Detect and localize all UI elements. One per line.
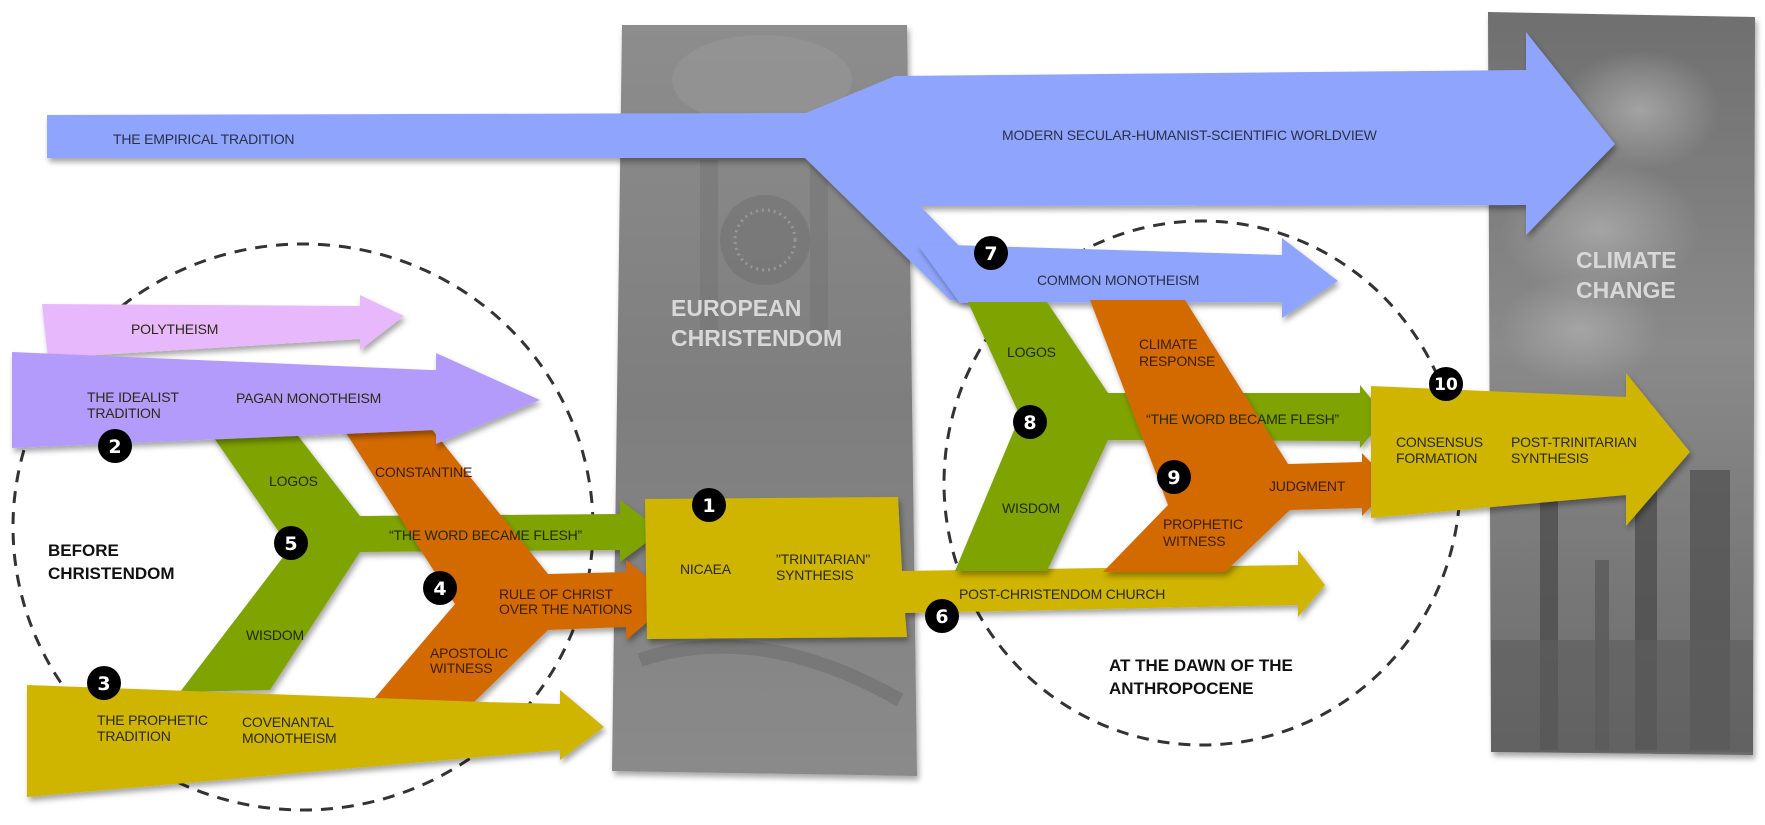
apostolic-witness-label-2: WITNESS: [430, 660, 492, 676]
svg-text:2: 2: [108, 436, 121, 458]
logos-right-label: LOGOS: [1007, 344, 1056, 360]
climate-change-title-1: CLIMATE: [1576, 247, 1677, 273]
nicaea-label: NICAEA: [680, 561, 732, 577]
polytheism-label: POLYTHEISM: [131, 321, 218, 337]
prophetic-tradition-label-2: TRADITION: [97, 728, 171, 744]
wisdom-left-label: WISDOM: [246, 627, 304, 643]
badge-2: 2: [98, 429, 132, 463]
badge-4: 4: [423, 571, 457, 605]
prophetic-witness-label-2: WITNESS: [1163, 533, 1225, 549]
constantine-apostolic-band: [343, 427, 675, 706]
idealist-tradition-label-1: THE IDEALIST: [87, 389, 179, 405]
prophetic-witness-label-1: PROPHETIC: [1163, 516, 1243, 532]
wisdom-right-label: WISDOM: [1002, 500, 1060, 516]
svg-text:10: 10: [1434, 375, 1458, 395]
word-became-flesh-left-label: “THE WORD BECAME FLESH”: [389, 527, 583, 543]
svg-text:3: 3: [97, 673, 110, 695]
word-became-flesh-right-label: “THE WORD BECAME FLESH”: [1146, 411, 1340, 427]
trinitarian-synthesis-label-1: "TRINITARIAN": [776, 551, 870, 567]
badge-6: 6: [925, 599, 959, 633]
climate-response-label-2: RESPONSE: [1139, 353, 1215, 369]
apostolic-witness-label-1: APOSTOLIC: [430, 645, 508, 661]
svg-text:9: 9: [1167, 467, 1180, 489]
badge-3: 3: [87, 666, 121, 700]
logos-wisdom-left-band: [180, 432, 662, 692]
pagan-monotheism-arrow: [12, 352, 540, 448]
judgment-label: JUDGMENT: [1269, 478, 1346, 494]
polytheism-arrow: [42, 295, 404, 358]
post-trinitarian-arrow: [1371, 373, 1690, 526]
svg-text:1: 1: [702, 495, 715, 517]
badge-7: 7: [974, 236, 1008, 270]
nicaea-block: [645, 497, 1325, 639]
badge-5: 5: [274, 526, 308, 560]
post-trinitarian-synthesis-label-2: SYNTHESIS: [1511, 450, 1589, 466]
badge-9: 9: [1157, 460, 1191, 494]
svg-text:8: 8: [1023, 412, 1036, 434]
european-christendom-title-1: EUROPEAN: [671, 295, 801, 321]
modern-worldview-label: MODERN SECULAR-HUMANIST-SCIENTIFIC WORLD…: [1002, 127, 1378, 143]
anthropocene-title-2: ANTHROPOCENE: [1109, 679, 1254, 698]
idealist-tradition-label-2: TRADITION: [87, 405, 161, 421]
badge-10: 10: [1429, 367, 1463, 401]
badge-1: 1: [692, 488, 726, 522]
badge-8: 8: [1013, 405, 1047, 439]
empirical-tradition-label: THE EMPIRICAL TRADITION: [113, 131, 294, 147]
covenantal-monotheism-label-2: MONOTHEISM: [242, 730, 336, 746]
post-christendom-church-label: POST-CHRISTENDOM CHURCH: [959, 586, 1165, 602]
covenantal-monotheism-arrow: [27, 685, 604, 797]
european-christendom-title-2: CHRISTENDOM: [671, 325, 842, 351]
anthropocene-title-1: AT THE DAWN OF THE: [1109, 656, 1293, 675]
pagan-monotheism-label: PAGAN MONOTHEISM: [236, 390, 381, 406]
common-monotheism-arrow: [917, 238, 1338, 318]
svg-text:4: 4: [433, 578, 446, 600]
empirical-modern-arrow: [47, 32, 1615, 305]
climate-prophetic-band: [1090, 300, 1392, 572]
common-monotheism-label: COMMON MONOTHEISM: [1037, 272, 1199, 288]
svg-text:5: 5: [284, 533, 297, 555]
rule-of-christ-label-2: OVER THE NATIONS: [499, 601, 632, 617]
post-trinitarian-synthesis-label-1: POST-TRINITARIAN: [1511, 434, 1637, 450]
before-christendom-title-1: BEFORE: [48, 541, 119, 560]
covenantal-monotheism-label-1: COVENANTAL: [242, 714, 334, 730]
climate-response-label-1: CLIMATE: [1139, 336, 1197, 352]
rule-of-christ-label-1: RULE OF CHRIST: [499, 586, 614, 602]
svg-text:7: 7: [984, 243, 997, 265]
prophetic-tradition-label-1: THE PROPHETIC: [97, 712, 208, 728]
climate-change-title-2: CHANGE: [1576, 277, 1676, 303]
consensus-formation-label-2: FORMATION: [1396, 450, 1477, 466]
before-christendom-title-2: CHRISTENDOM: [48, 564, 175, 583]
consensus-formation-label-1: CONSENSUS: [1396, 434, 1483, 450]
constantine-label: CONSTANTINE: [375, 464, 472, 480]
svg-text:6: 6: [935, 606, 948, 628]
trinitarian-synthesis-label-2: SYNTHESIS: [776, 567, 854, 583]
modern-worldview-arrow: [47, 32, 1615, 305]
logos-left-label: LOGOS: [269, 473, 318, 489]
